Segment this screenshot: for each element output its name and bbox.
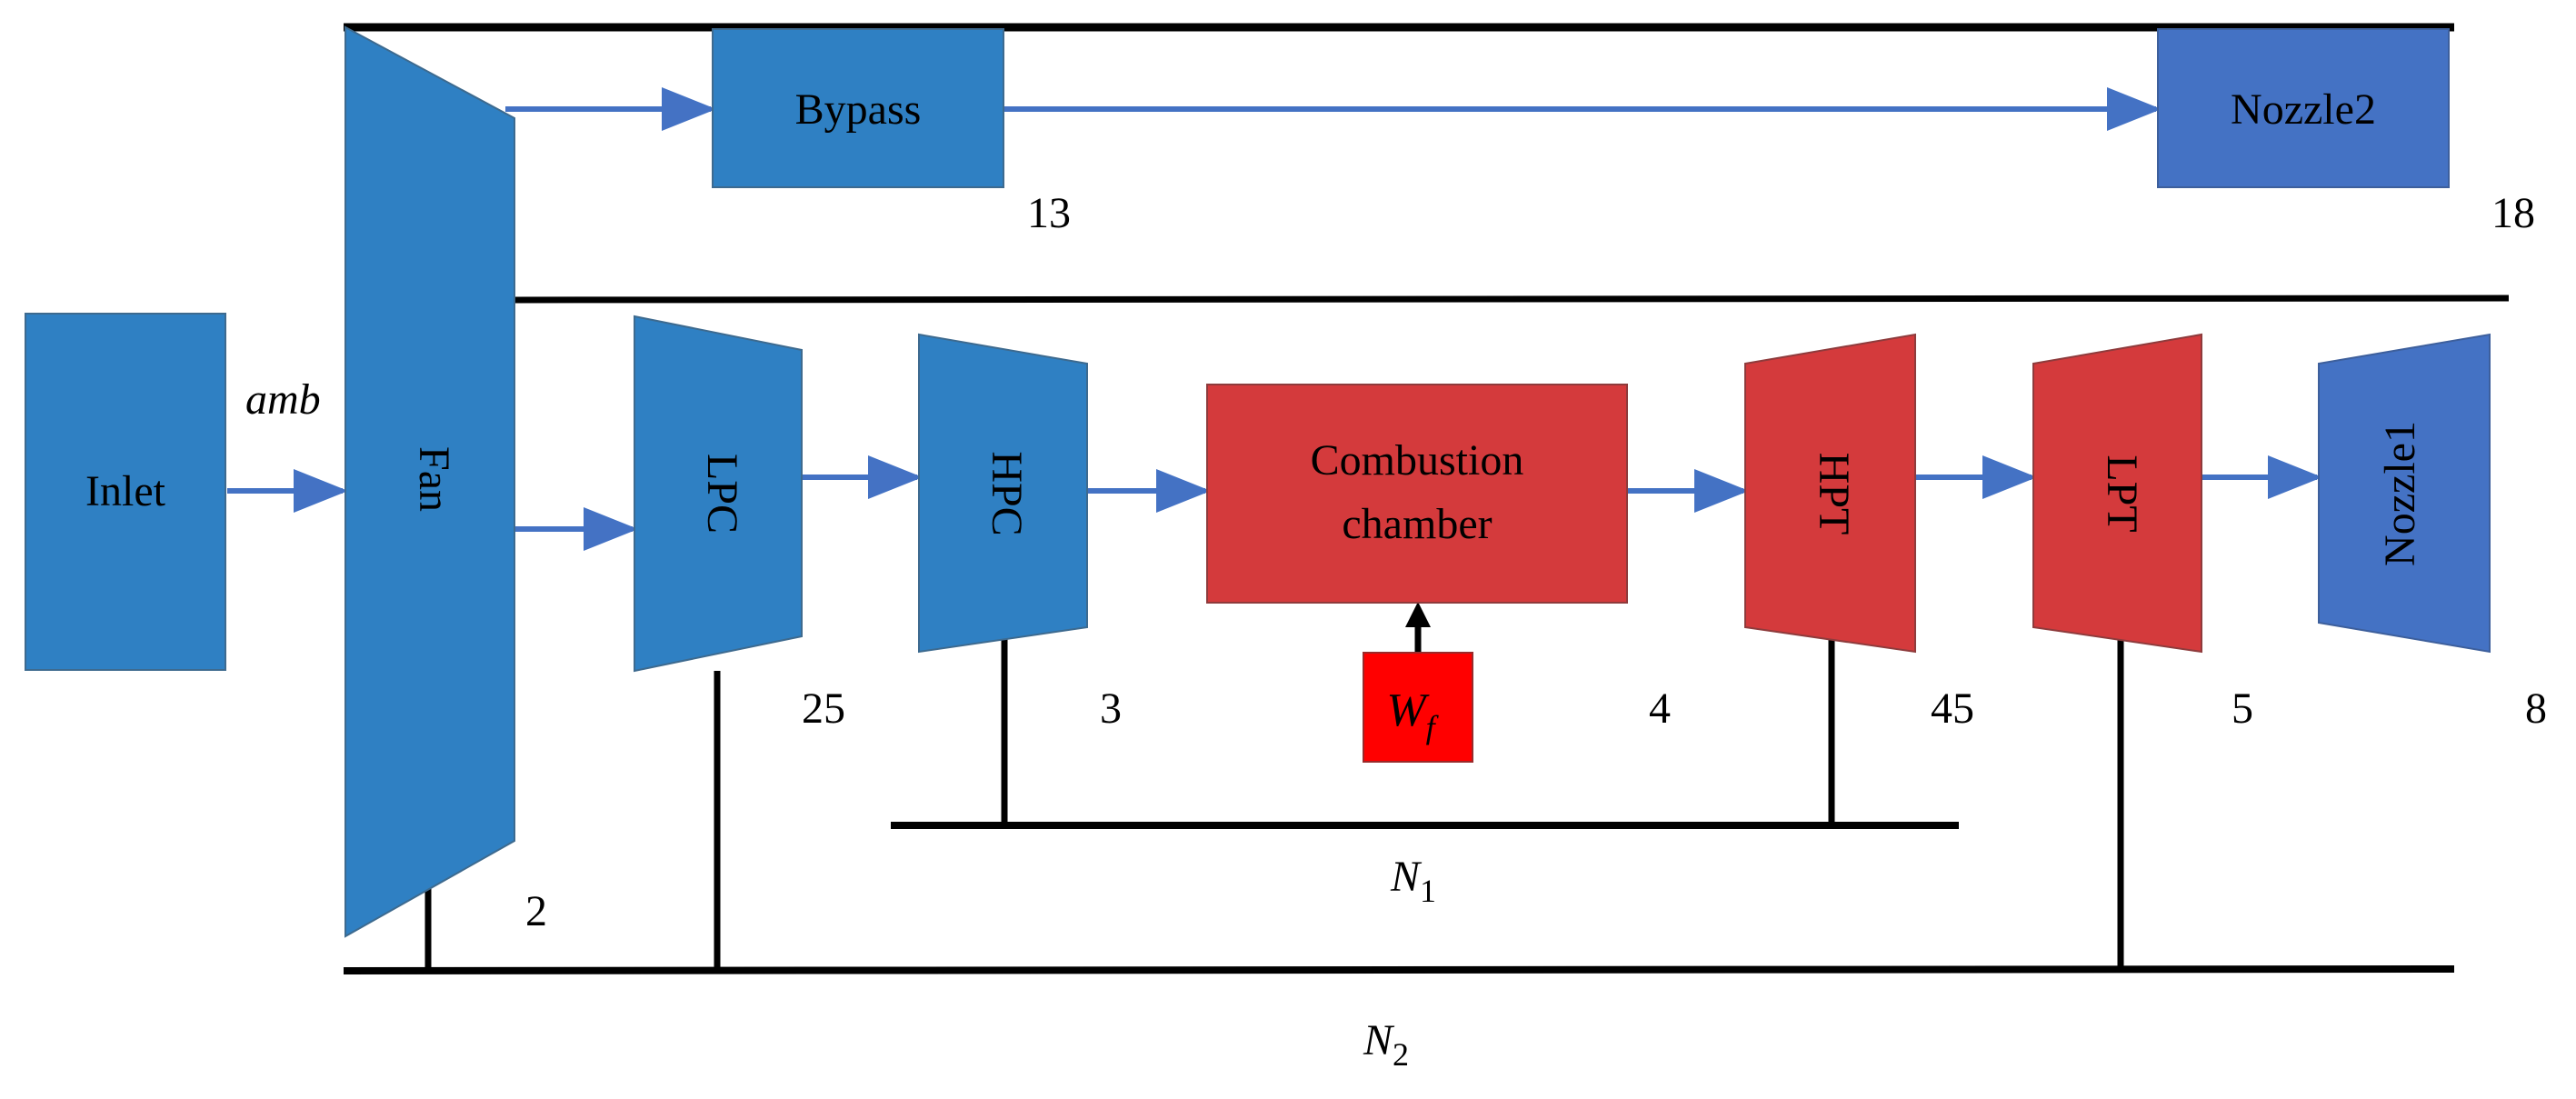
n1-symbol: N (1390, 853, 1423, 901)
fuel-symbol: W (1386, 684, 1430, 736)
combustion-label-line2: chamber (1342, 500, 1492, 548)
n2-symbol: N (1363, 1016, 1395, 1064)
n2-subscript: 2 (1393, 1036, 1409, 1073)
station-25-label: 25 (802, 684, 845, 733)
n1-subscript: 1 (1420, 873, 1436, 909)
amb-label: amb (245, 375, 321, 424)
station-3-label: 3 (1100, 684, 1122, 733)
station-45-label: 45 (1931, 684, 1974, 733)
hpc-label: HPC (983, 451, 1031, 535)
fuel-arrowhead (1405, 602, 1431, 627)
nozzle1-block: Nozzle1 (2318, 333, 2491, 654)
shaft-n1-label: N1 (1390, 853, 1436, 909)
station-5-label: 5 (2232, 684, 2253, 733)
inlet-label: Inlet (85, 467, 166, 515)
fan-block: Fan (344, 25, 515, 938)
bypass-block: Bypass (712, 28, 1004, 188)
station-4-label: 4 (1649, 684, 1671, 733)
fan-label: Fan (410, 446, 458, 512)
lpt-label: LPT (2098, 455, 2146, 532)
nozzle1-label: Nozzle1 (2376, 421, 2424, 566)
station-8-label: 8 (2525, 684, 2547, 733)
station-13-label: 13 (1027, 189, 1071, 237)
bypass-label: Bypass (795, 85, 922, 134)
lpc-label: LPC (698, 454, 746, 534)
hpt-label: HPT (1810, 453, 1858, 535)
inlet-block: Inlet (25, 313, 226, 671)
nozzle2-label: Nozzle2 (2231, 85, 2376, 134)
combustion-label-line1: Combustion (1311, 436, 1524, 485)
bypass-splitter-line (514, 295, 2510, 304)
hpt-block: HPT (1744, 333, 1916, 654)
combustion-chamber-block: Combustion chamber (1206, 384, 1628, 604)
lpc-block: LPC (634, 315, 803, 673)
fuel-flow-block: Wf (1363, 652, 1473, 763)
nozzle2-block: Nozzle2 (2157, 28, 2450, 188)
station-18-label: 18 (2491, 189, 2535, 237)
shaft-n2-label: N2 (1363, 1016, 1409, 1073)
station-2-label: 2 (525, 887, 547, 935)
lpt-block: LPT (2032, 333, 2202, 654)
shaft-n2-line (343, 965, 2455, 974)
hpc-block: HPC (918, 333, 1088, 654)
